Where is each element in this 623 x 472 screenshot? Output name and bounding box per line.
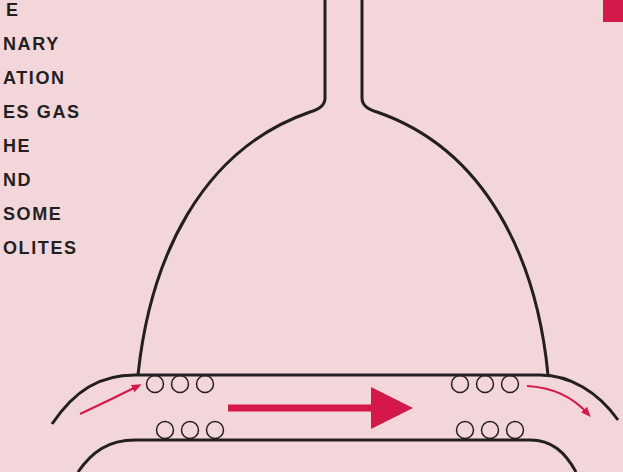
caption-line: NARY: [3, 34, 60, 54]
caption-line: ATION: [3, 68, 66, 88]
alveolus-wall: [362, 0, 548, 375]
caption-line: E: [6, 0, 20, 20]
caption-line: HE: [3, 136, 31, 156]
caption-line: OLITES: [3, 238, 78, 258]
flow-arrow: [80, 386, 138, 414]
caption-line: ND: [3, 170, 32, 190]
capillary-wall: [78, 440, 576, 472]
flow-arrow: [527, 386, 588, 414]
caption-line: SOME: [3, 204, 62, 224]
alveolus-wall: [138, 0, 325, 375]
caption-line: ES GAS: [3, 102, 81, 122]
cell-row: [147, 376, 524, 439]
capillary-wall: [52, 375, 618, 424]
flow-arrow: [228, 405, 392, 412]
corner-tab: [603, 0, 623, 22]
